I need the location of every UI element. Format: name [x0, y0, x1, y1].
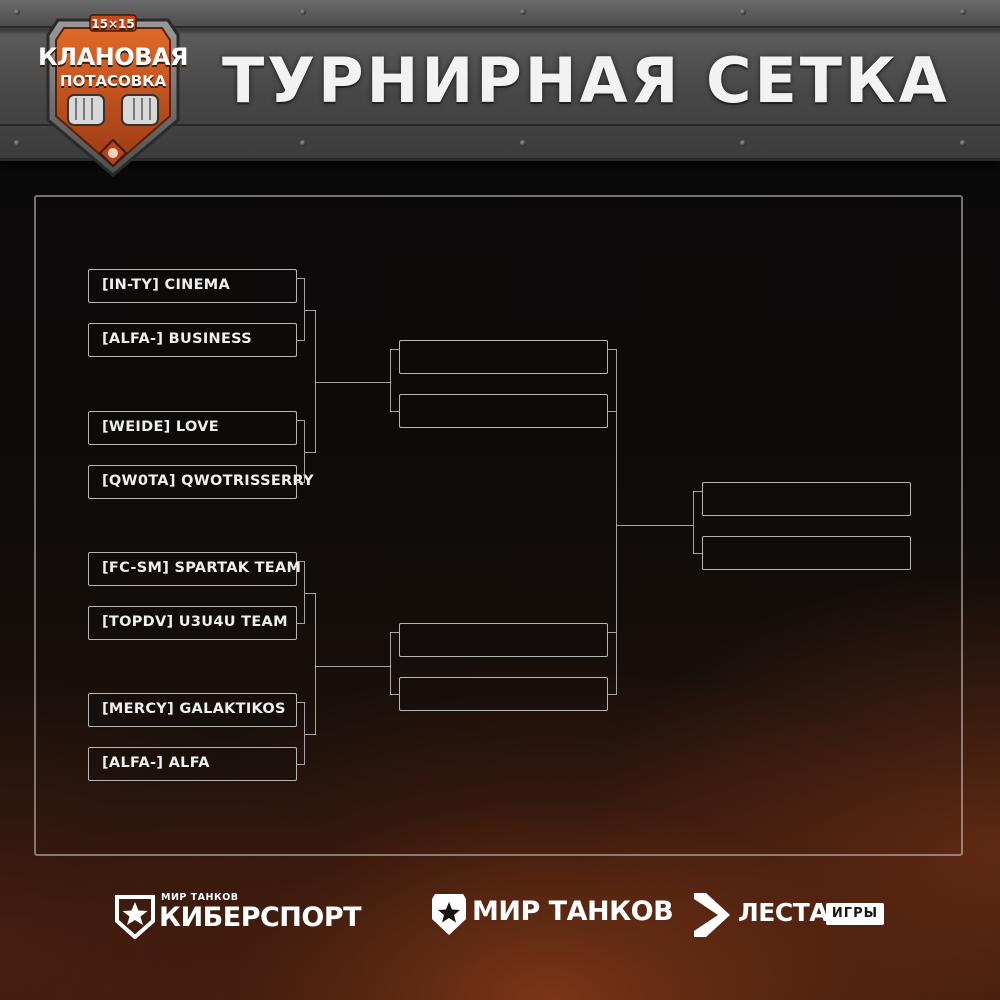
bracket-slot-semifinal [399, 623, 608, 657]
bracket-connector [390, 632, 399, 633]
badge-line2: ПОТАСОВКА [59, 72, 167, 90]
shield-badge-icon [46, 14, 180, 177]
bracket-slot-semifinal [399, 340, 608, 374]
bracket-connector [390, 694, 399, 695]
bracket-connector [315, 310, 316, 453]
rivet-icon [300, 9, 306, 15]
bracket-connector [297, 340, 304, 341]
bracket-connector [297, 278, 304, 279]
rivet-icon [960, 9, 966, 15]
team-name: [ALFA-] BUSINESS [102, 331, 252, 347]
logo-lesta-tag: ИГРЫ [831, 906, 879, 921]
badge-format: 15×15 [91, 17, 135, 31]
bracket-connector [616, 525, 693, 526]
rivet-icon [740, 9, 746, 15]
bracket-connector [608, 694, 616, 695]
logo-kibersport-main: КИБЕРСПОРТ [159, 902, 362, 933]
bracket-connector [315, 593, 316, 735]
bracket-slot-r1: [MERCY] GALAKTIKOS [88, 693, 297, 727]
bracket-connector [608, 349, 616, 350]
bracket-connector [693, 491, 702, 492]
bracket-slot-r1: [ALFA-] BUSINESS [88, 323, 297, 357]
bracket-connector [315, 382, 390, 383]
badge-line1: КЛАНОВАЯ [38, 43, 188, 71]
rivet-icon [14, 140, 20, 146]
bracket-slot-semifinal [399, 394, 608, 428]
team-name: [TOPDV] U3U4U TEAM [102, 614, 288, 630]
bracket-slot-r1: [QW0TA] QWOTRISSERRY [88, 465, 314, 499]
rivet-icon [740, 140, 746, 146]
bracket-connector [304, 702, 305, 765]
rivet-icon [520, 9, 526, 15]
team-name: [MERCY] GALAKTIKOS [102, 701, 286, 717]
page-title: ТУРНИРНАЯ СЕТКА [222, 44, 950, 117]
bracket-connector [297, 420, 304, 421]
bracket-connector [390, 349, 391, 412]
bracket-connector [305, 310, 316, 311]
logo-mir-tankov: МИР ТАНКОВ [430, 889, 674, 941]
logo-lesta-main: ЛЕСТА [738, 898, 829, 927]
rivet-icon [14, 9, 20, 15]
event-badge: 15×15 КЛАНОВАЯ ПОТАСОВКА [38, 10, 188, 180]
bracket-connector [304, 420, 305, 483]
bracket-connector [693, 553, 702, 554]
logo-mir-tankov-main: МИР ТАНКОВ [472, 896, 674, 927]
bracket-connector [616, 349, 617, 695]
bracket-slot-semifinal [399, 677, 608, 711]
logo-lesta-tag-box: ИГРЫ [826, 903, 884, 925]
bracket-connector [305, 593, 316, 594]
bracket-connector [305, 734, 316, 735]
bracket-connector [693, 491, 694, 554]
bracket-connector [297, 764, 304, 765]
bracket-frame [34, 195, 963, 856]
bracket-slot-r1: [IN-TY] CINEMA [88, 269, 297, 303]
logo-kibersport: МИР ТАНКОВ КИБЕРСПОРТ [113, 889, 398, 941]
bracket-connector [390, 632, 391, 695]
bracket-slot-final [702, 536, 911, 570]
bracket-connector [304, 278, 305, 341]
bracket-connector [297, 561, 304, 562]
star-shield-icon [115, 895, 155, 939]
bracket-connector [304, 561, 305, 624]
bracket-slot-r1: [TOPDV] U3U4U TEAM [88, 606, 297, 640]
bracket-slot-r1: [WEIDE] LOVE [88, 411, 297, 445]
team-name: [IN-TY] CINEMA [102, 277, 231, 293]
logo-kibersport-small: МИР ТАНКОВ [161, 892, 239, 903]
team-name: [QW0TA] QWOTRISSERRY [102, 473, 314, 489]
bracket-connector [608, 632, 616, 633]
rivet-icon [520, 140, 526, 146]
bracket-connector [297, 482, 304, 483]
star-badge-icon [432, 894, 466, 935]
bracket-connector [608, 411, 616, 412]
rivet-icon [300, 140, 306, 146]
bracket-slot-r1: [ALFA-] ALFA [88, 747, 297, 781]
bracket-slot-r1: [FC-SM] SPARTAK TEAM [88, 552, 301, 586]
bracket-slot-final [702, 482, 911, 516]
logo-lesta: ЛЕСТА ИГРЫ [692, 889, 892, 941]
team-name: [ALFA-] ALFA [102, 755, 210, 771]
bracket-connector [315, 666, 390, 667]
rivet-icon [960, 140, 966, 146]
team-name: [WEIDE] LOVE [102, 419, 219, 435]
bracket-connector [390, 349, 399, 350]
bracket-connector [297, 623, 304, 624]
team-name: [FC-SM] SPARTAK TEAM [102, 560, 302, 576]
bracket-connector [305, 452, 316, 453]
bracket-connector [390, 411, 399, 412]
chevron-arrow-icon [694, 893, 730, 937]
bracket-connector [297, 702, 304, 703]
